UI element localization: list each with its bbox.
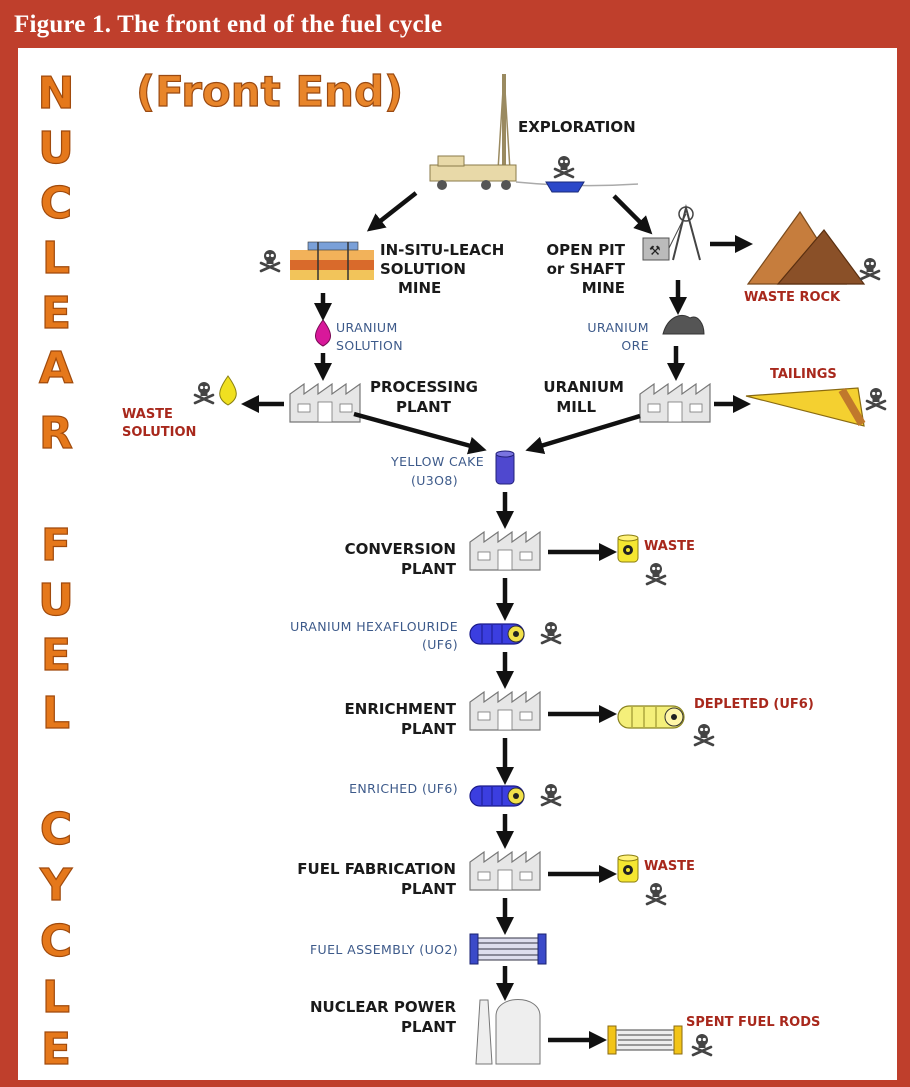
hazard-skull-icon [193,380,215,405]
waste-rock-label: WASTE ROCK [744,290,841,305]
fuel-cycle-diagram: N U C L E A R F U E L C Y C L E (Front E… [37,66,887,1076]
waste-label: WASTE [644,539,695,554]
openpit-label-line: MINE [582,279,625,297]
fabrication-label-line: PLANT [401,880,457,898]
hazard-skull-icon [859,256,881,281]
uf6-label: URANIUM HEXAFLOURIDE [290,619,458,634]
openpit-label-line: OPEN PIT [546,241,625,259]
conversion-label-line: CONVERSION [345,540,456,558]
hazard-skull-icon [259,248,281,273]
processing-label-line: PLANT [396,398,452,416]
shaft-headframe-icon: ⚒ [642,204,701,261]
tailings-label: TAILINGS [770,367,837,382]
conversion-plant-icon [469,531,541,571]
side-letter: C [40,178,72,229]
waste-barrel-icon [617,854,639,883]
enriched-label: ENRICHED (UF6) [349,781,458,796]
waste-solution-label: WASTE [122,407,173,422]
flow-arrows [241,191,753,1049]
hazard-skull-icon [645,561,667,586]
waste-label: WASTE [644,859,695,874]
waste-rock-pile-icon [746,210,866,285]
waste-barrel-icon [617,534,639,563]
hazard-skull-icon [691,1032,713,1057]
side-letter: A [39,343,73,394]
side-letter: L [42,688,70,739]
figure-caption: Figure 1. The front end of the fuel cycl… [14,11,443,38]
processing-label-line: PROCESSING [370,378,478,396]
side-letter: U [38,575,74,626]
uranium-ore-icon [662,314,705,335]
fuel-assembly-label: FUEL ASSEMBLY (UO2) [310,942,458,957]
flow-arrow [366,191,418,232]
hazard-skull-icon [865,386,887,411]
hazard-skull-icon [645,881,667,906]
svg-text:⚒: ⚒ [649,244,661,259]
yellow-cake-label: YELLOW CAKE [390,454,484,469]
mud-pit-icon [545,181,585,193]
side-letter: L [42,972,70,1023]
waste-solution-drop-icon [219,375,237,406]
hazard-skull-icon [693,722,715,747]
front-end-heading: (Front End) [136,67,403,116]
exploration-label: EXPLORATION [518,118,636,136]
yellow-cake-label: (U3O8) [411,473,458,488]
drilling-rig-icon [429,73,517,190]
spent-fuel-rods-icon [607,1025,683,1055]
spent-fuel-label: SPENT FUEL RODS [686,1015,820,1030]
uranium-solution-drop-icon [315,319,331,347]
uf6-cylinder-icon [469,623,525,645]
flow-arrow [612,194,653,235]
isl-label-line: IN-SITU-LEACH [380,241,504,259]
enrichment-plant-icon [469,691,541,731]
hazard-skull-icon [540,620,562,645]
side-letter: F [41,520,71,571]
uranium-mill-icon [639,383,711,423]
in-situ-leach-mine-icon [290,241,374,280]
side-letter: E [41,1024,71,1075]
mill-label-line: MILL [556,398,596,416]
isl-label-line: MINE [398,279,441,297]
yellow-cake-barrel-icon [495,450,515,485]
hazard-skull-icon [540,782,562,807]
conversion-label-line: PLANT [401,560,457,578]
depleted-label: DEPLETED (UF6) [694,697,814,712]
side-letter: C [40,916,72,967]
side-letter: L [42,233,70,284]
nuclear-power-plant-icon [475,999,541,1065]
fabrication-label-line: FUEL FABRICATION [297,860,456,878]
side-title: N U C L E A R F U E L C Y C L E [37,67,75,1075]
processing-plant-icon [289,383,361,423]
flow-arrow [525,413,641,455]
uf6-label: (UF6) [422,637,458,652]
mill-label-line: URANIUM [543,378,624,396]
side-letter: Y [39,860,73,911]
side-letter: R [39,408,73,459]
enrichment-label-line: PLANT [401,720,457,738]
uranium-solution-label: SOLUTION [336,338,403,353]
side-letter: C [40,804,72,855]
isl-label-line: SOLUTION [380,260,466,278]
fuel-assembly-icon [469,933,547,965]
npp-label-line: NUCLEAR POWER [310,998,456,1016]
waste-solution-label: SOLUTION [122,425,196,440]
diagram-panel: N U C L E A R F U E L C Y C L E (Front E… [18,48,897,1080]
depleted-uf6-cylinder-icon [617,705,685,729]
enriched-uf6-cylinder-icon [469,785,525,807]
uranium-solution-label: URANIUM [336,320,398,335]
uranium-ore-label: URANIUM [587,320,649,335]
side-letter: N [38,68,75,119]
enrichment-label-line: ENRICHMENT [345,700,457,718]
side-letter: E [41,288,71,339]
side-letter: E [41,630,71,681]
flow-arrow [353,411,487,455]
hazard-skull-icon [553,154,575,179]
openpit-label-line: or SHAFT [547,260,626,278]
tailings-pond-icon [745,387,866,427]
side-letter: U [38,123,74,174]
uranium-ore-label: ORE [621,338,649,353]
fuel-fabrication-plant-icon [469,851,541,891]
npp-label-line: PLANT [401,1018,457,1036]
